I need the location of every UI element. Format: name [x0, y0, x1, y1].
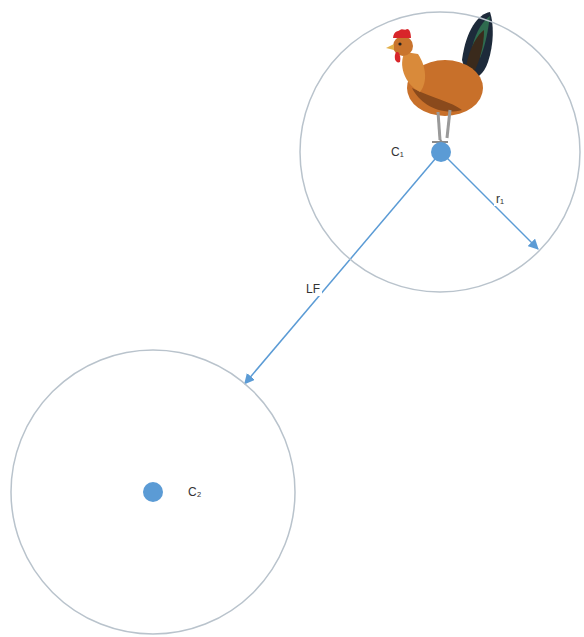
- distance-label: LF: [304, 282, 322, 296]
- circle-region: C₁: [299, 11, 581, 293]
- center-label: C₁: [391, 146, 404, 158]
- distance-arrow: [245, 152, 441, 384]
- circle-outline: [299, 11, 581, 293]
- center-dot: [431, 142, 451, 162]
- center-dot: [143, 482, 163, 502]
- rooster-picture: [386, 12, 493, 146]
- circle-outline: [10, 349, 296, 635]
- radius-arrow: [441, 152, 538, 249]
- center-label: C₂: [188, 486, 201, 498]
- radius-label: r₁: [494, 192, 506, 206]
- circle-region: C₂: [10, 349, 296, 635]
